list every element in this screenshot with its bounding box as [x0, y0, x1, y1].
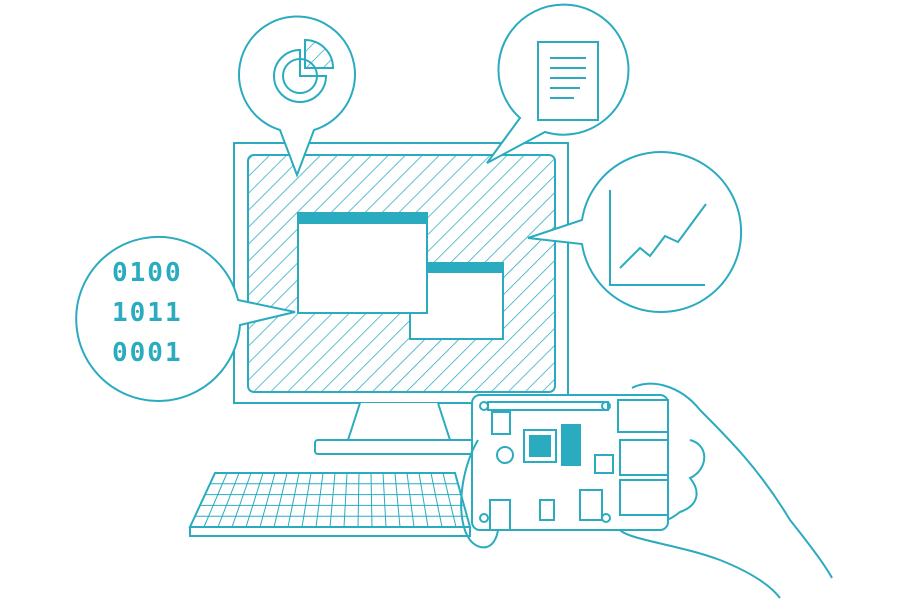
keyboard-column-line: [329, 472, 336, 528]
keyboard-column-line: [357, 472, 360, 528]
keyboard-column-line: [203, 472, 228, 528]
keyboard-column-line: [301, 472, 312, 528]
binary-bubble: [75, 236, 296, 402]
keyboard-column-line: [406, 472, 415, 528]
keyboard-column-line: [287, 472, 300, 528]
keyboard-column-line: [370, 472, 373, 528]
pie-chart-icon: [273, 38, 335, 103]
binary-line-1: 0100: [112, 258, 183, 288]
app-window-front: [297, 212, 428, 314]
document-bubble: [486, 3, 630, 164]
line-chart-bubble: [527, 151, 743, 313]
keyboard-column-line: [259, 472, 276, 528]
keyboard-column-line: [245, 472, 264, 528]
keyboard-column-line: [430, 472, 443, 528]
keyboard-column-line: [273, 472, 288, 528]
keyboard-column-line: [418, 472, 429, 528]
keyboard-column-line: [217, 472, 240, 528]
keyboard-column-line: [315, 472, 324, 528]
pie-chart-bubble: [238, 15, 356, 178]
raspberry-logo-icon: [496, 446, 514, 464]
keyboard-column-line: [394, 472, 401, 528]
binary-line-2: 1011: [112, 298, 183, 328]
binary-line-3: 0001: [112, 338, 183, 368]
line-chart-icon: [609, 190, 707, 286]
raspberry-pi-board: [460, 394, 669, 549]
keyboard-column-line: [442, 472, 457, 528]
keyboard-column-line: [231, 472, 252, 528]
keyboard-column-line: [382, 472, 387, 528]
keyboard-column-line: [343, 472, 348, 528]
keyboard: [188, 472, 472, 537]
document-icon: [537, 41, 599, 121]
